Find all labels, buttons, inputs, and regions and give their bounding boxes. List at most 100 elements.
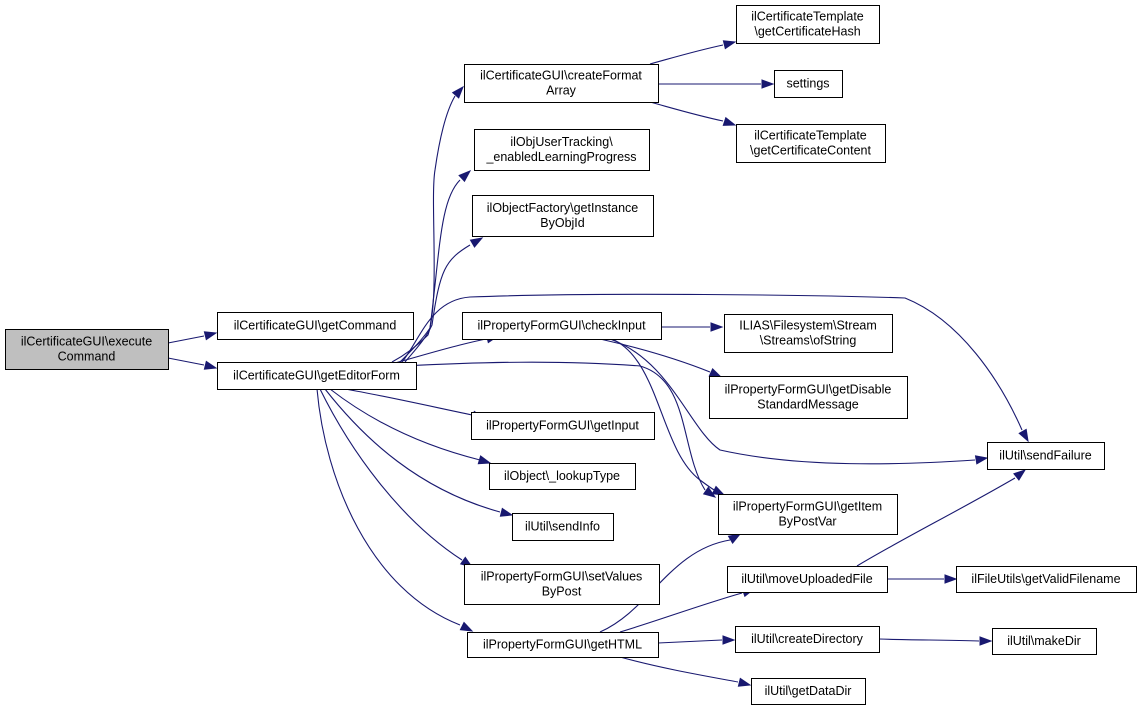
node-get-certificate-hash[interactable]: ilCertificateTemplate\getCertificateHash bbox=[736, 5, 880, 44]
node-box bbox=[5, 329, 169, 370]
edge-arrowhead bbox=[1018, 428, 1029, 443]
node-label: ilPropertyFormGUI\getInput bbox=[486, 419, 639, 433]
edge-line bbox=[404, 244, 471, 363]
node-label: ilPropertyFormGUI\setValues bbox=[481, 570, 643, 584]
edge-line bbox=[167, 357, 205, 366]
edge-arrowhead bbox=[722, 40, 737, 50]
node-box bbox=[462, 312, 662, 340]
nodes-layer: ilCertificateGUI\executeCommandilCertifi… bbox=[5, 5, 1137, 705]
node-box bbox=[467, 632, 659, 658]
node-label: ilUtil\moveUploadedFile bbox=[741, 572, 872, 586]
node-label: ilCertificateGUI\execute bbox=[21, 335, 152, 349]
node-get-valid-filename[interactable]: ilFileUtils\getValidFilename bbox=[956, 566, 1137, 593]
edge-arrowhead bbox=[722, 116, 737, 126]
node-lookup-type[interactable]: ilObject\_lookupType bbox=[489, 463, 636, 490]
node-get-disable-standard-message[interactable]: ilPropertyFormGUI\getDisableStandardMess… bbox=[709, 376, 908, 419]
node-label: ilUtil\getDataDir bbox=[765, 684, 852, 698]
node-get-certificate-content[interactable]: ilCertificateTemplate\getCertificateCont… bbox=[736, 124, 886, 163]
node-get-input[interactable]: ilPropertyFormGUI\getInput bbox=[471, 412, 655, 440]
edge-line bbox=[316, 388, 461, 626]
node-label: ByObjId bbox=[540, 216, 585, 230]
node-make-dir[interactable]: ilUtil\makeDir bbox=[992, 628, 1097, 655]
edge-line bbox=[599, 539, 731, 633]
edge-arrowhead bbox=[979, 636, 993, 646]
edge-get-editor-form-to-get-instance-by-obj-id bbox=[404, 237, 484, 363]
node-box bbox=[471, 412, 655, 440]
edges-layer bbox=[167, 40, 1029, 687]
node-get-html[interactable]: ilPropertyFormGUI\getHTML bbox=[467, 632, 659, 658]
edge-get-editor-form-to-set-values-by-post bbox=[319, 388, 474, 568]
node-settings[interactable]: settings bbox=[774, 70, 843, 98]
edge-get-editor-form-to-send-failure bbox=[401, 293, 1029, 443]
node-label: Command bbox=[58, 350, 116, 364]
edge-line bbox=[329, 388, 481, 461]
node-label: \getCertificateContent bbox=[750, 144, 871, 158]
node-box bbox=[709, 376, 908, 419]
node-label: _enabledLearningProgress bbox=[485, 150, 636, 164]
node-label: ilPropertyFormGUI\getDisable bbox=[725, 383, 892, 397]
edge-arrowhead bbox=[944, 574, 958, 584]
node-get-data-dir[interactable]: ilUtil\getDataDir bbox=[751, 678, 866, 705]
edge-line bbox=[599, 338, 711, 373]
node-label: ilPropertyFormGUI\getHTML bbox=[483, 638, 642, 652]
node-label: ilCertificateGUI\getCommand bbox=[234, 319, 397, 333]
edge-arrowhead bbox=[737, 677, 752, 687]
node-label: ilUtil\sendInfo bbox=[525, 520, 600, 534]
node-box bbox=[992, 628, 1097, 655]
node-box bbox=[736, 5, 880, 44]
node-box bbox=[956, 566, 1137, 593]
edge-line bbox=[399, 179, 461, 363]
edge-arrowhead bbox=[477, 455, 492, 465]
edge-create-format-array-to-get-certificate-content bbox=[649, 101, 737, 126]
node-box bbox=[464, 64, 659, 103]
node-label: ilObjectFactory\getInstance bbox=[487, 201, 639, 215]
edge-arrowhead bbox=[722, 635, 736, 645]
node-enabled-learning-progress[interactable]: ilObjUserTracking\_enabledLearningProgre… bbox=[474, 129, 650, 171]
edge-get-html-to-create-directory bbox=[657, 635, 736, 645]
edge-line bbox=[609, 338, 976, 465]
node-box bbox=[724, 314, 893, 353]
node-label: ilObject\_lookupType bbox=[504, 469, 620, 483]
edge-line bbox=[324, 388, 501, 513]
node-label: Array bbox=[546, 84, 577, 98]
edge-get-html-to-get-item-by-post-var bbox=[599, 533, 742, 633]
node-create-directory[interactable]: ilUtil\createDirectory bbox=[735, 626, 880, 653]
edge-line bbox=[619, 656, 739, 683]
edge-line bbox=[344, 388, 473, 416]
node-of-string[interactable]: ILIAS\Filesystem\Stream\Streams\ofString bbox=[724, 314, 893, 353]
edge-create-format-array-to-settings bbox=[658, 79, 775, 89]
node-label: ilUtil\sendFailure bbox=[999, 449, 1091, 463]
node-box bbox=[987, 442, 1105, 470]
node-box bbox=[512, 513, 614, 541]
edge-execute-to-get-command bbox=[167, 331, 218, 344]
node-get-editor-form[interactable]: ilCertificateGUI\getEditorForm bbox=[217, 362, 417, 390]
node-box bbox=[217, 362, 417, 390]
node-box bbox=[464, 564, 660, 605]
edge-arrowhead bbox=[1013, 469, 1027, 481]
node-box bbox=[727, 566, 888, 593]
node-label: ByPost bbox=[542, 585, 582, 599]
edge-move-uploaded-file-to-send-failure bbox=[856, 469, 1027, 567]
node-label: ilUtil\createDirectory bbox=[751, 632, 864, 646]
node-label: ilCertificateGUI\getEditorForm bbox=[233, 369, 400, 383]
node-label: \Streams\ofString bbox=[760, 334, 857, 348]
node-send-failure[interactable]: ilUtil\sendFailure bbox=[987, 442, 1105, 470]
edge-arrowhead bbox=[974, 455, 989, 465]
node-label: ILIAS\Filesystem\Stream bbox=[739, 319, 877, 333]
edge-check-input-to-get-disable-standard-message bbox=[599, 338, 723, 378]
node-get-command[interactable]: ilCertificateGUI\getCommand bbox=[217, 312, 414, 340]
node-box bbox=[474, 129, 650, 171]
edge-get-editor-form-to-lookup-type bbox=[329, 388, 492, 465]
edge-get-editor-form-to-get-html bbox=[316, 388, 474, 632]
node-send-info[interactable]: ilUtil\sendInfo bbox=[512, 513, 614, 541]
node-check-input[interactable]: ilPropertyFormGUI\checkInput bbox=[462, 312, 662, 340]
edge-move-uploaded-file-to-get-valid-filename bbox=[887, 574, 958, 584]
edge-line bbox=[394, 338, 487, 364]
node-label: ilPropertyFormGUI\checkInput bbox=[477, 319, 646, 333]
node-move-uploaded-file[interactable]: ilUtil\moveUploadedFile bbox=[727, 566, 888, 593]
